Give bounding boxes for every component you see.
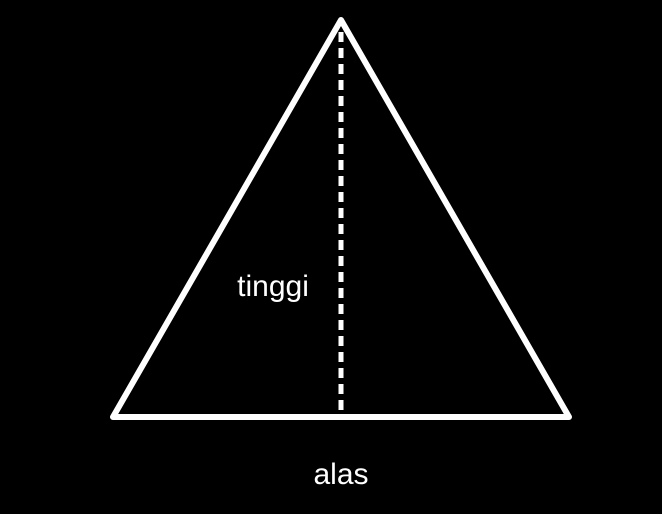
- height-label: tinggi: [237, 270, 309, 303]
- triangle-outline: [110, 17, 572, 420]
- base-label: alas: [313, 458, 368, 491]
